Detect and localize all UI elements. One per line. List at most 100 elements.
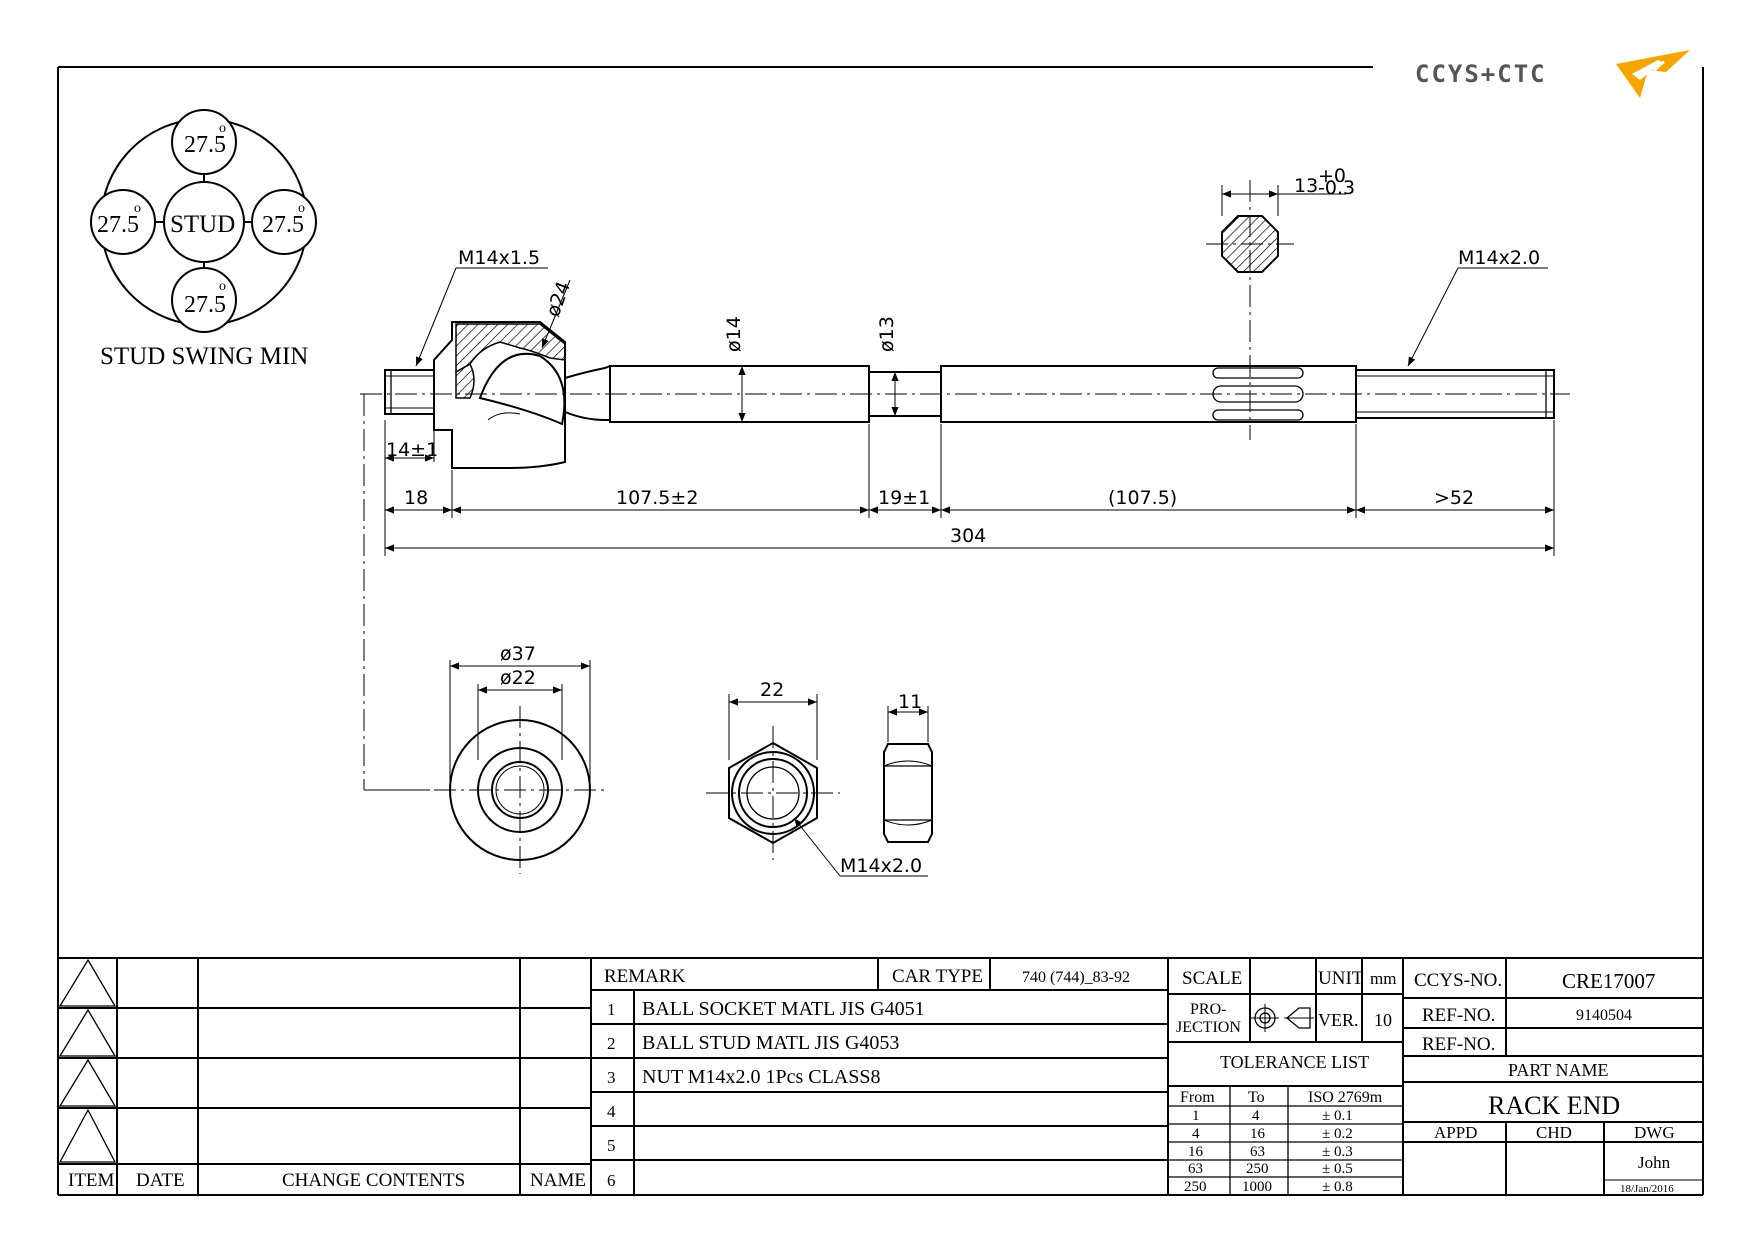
remark-row-no: 6 bbox=[607, 1171, 616, 1190]
drawn-date: 18/Jan/2016 bbox=[1620, 1183, 1674, 1195]
car-type-value: 740 (744)_83-92 bbox=[1022, 969, 1130, 986]
rack-end-side-view: 13 +0 -0.3 M14x1.5 ø24 ø14 ø13 M14x2.0 bbox=[360, 165, 1570, 469]
tol-header-from: From bbox=[1180, 1089, 1215, 1106]
swing-center-label: STUD bbox=[170, 211, 235, 238]
remark-row-no: 1 bbox=[607, 1000, 616, 1019]
tol-header-iso: ISO 2769m bbox=[1308, 1089, 1383, 1106]
ref-no-label: REF-NO. bbox=[1422, 1034, 1495, 1055]
tol-from: 16 bbox=[1188, 1144, 1204, 1160]
ver-value: 10 bbox=[1374, 1010, 1392, 1030]
nut-across-flats: 22 bbox=[760, 679, 784, 701]
logo-mark bbox=[1616, 50, 1690, 98]
remark-row-no: 4 bbox=[607, 1102, 616, 1121]
tol-to: 4 bbox=[1252, 1108, 1260, 1124]
rev-header-date: DATE bbox=[136, 1170, 185, 1191]
remark-row-text: NUT M14x2.0 1Pcs CLASS8 bbox=[642, 1066, 881, 1088]
chd-label: CHD bbox=[1536, 1123, 1572, 1142]
tol-value: ± 0.8 bbox=[1322, 1179, 1353, 1195]
appd-label: APPD bbox=[1434, 1123, 1477, 1142]
dim-segment-5: >52 bbox=[1434, 487, 1474, 509]
ccys-no-label: CCYS-NO. bbox=[1414, 970, 1502, 991]
shaft-diameter-label: ø14 bbox=[723, 316, 745, 352]
dwg-label: DWG bbox=[1634, 1123, 1675, 1142]
tol-to: 250 bbox=[1246, 1161, 1269, 1177]
hex-tol-upper: +0 bbox=[1318, 165, 1346, 187]
remark-row-text: BALL STUD MATL JIS G4053 bbox=[642, 1032, 899, 1054]
ref-no-value: 9140504 bbox=[1576, 1007, 1632, 1024]
ref-no-label: REF-NO. bbox=[1422, 1005, 1495, 1026]
thread-right-label: M14x2.0 bbox=[1458, 247, 1540, 269]
logo-text: CCYS+CTC bbox=[1415, 60, 1547, 88]
title-block: CCYS-NO. CRE17007 REF-NO. 9140504 REF-NO… bbox=[1403, 958, 1703, 1195]
remark-row-no: 2 bbox=[607, 1034, 616, 1053]
thread-length-dim: 14±1 bbox=[386, 439, 438, 461]
remarks-table: REMARK CAR TYPE 740 (744)_83-92 1 2 3 4 … bbox=[591, 958, 1169, 1195]
dim-segment-3: 19±1 bbox=[878, 487, 930, 509]
remark-row-no: 3 bbox=[607, 1068, 616, 1087]
dim-segment-4: (107.5) bbox=[1108, 487, 1177, 509]
degree-symbol: o bbox=[298, 201, 305, 216]
stud-swing-diagram: 27.5 27.5 27.5 27.5 o o o o STUD STUD SW… bbox=[90, 109, 317, 370]
rev-header-change: CHANGE CONTENTS bbox=[282, 1170, 465, 1191]
washer-outer-dia: ø37 bbox=[500, 643, 536, 665]
swing-top-value: 27.5 bbox=[184, 132, 226, 158]
hex-tol-lower: -0.3 bbox=[1318, 177, 1355, 199]
degree-symbol: o bbox=[219, 121, 226, 136]
dim-overall: 304 bbox=[950, 525, 986, 547]
washer-inner-dia: ø22 bbox=[500, 667, 536, 689]
remark-row-text: BALL SOCKET MATL JIS G4051 bbox=[642, 998, 925, 1020]
ccys-no-value: CRE17007 bbox=[1562, 969, 1655, 993]
unit-label: UNIT bbox=[1318, 968, 1364, 989]
neck-diameter-label: ø13 bbox=[876, 316, 898, 352]
tol-value: ± 0.2 bbox=[1322, 1126, 1353, 1142]
rev-header-item: ITEM bbox=[68, 1170, 115, 1191]
car-type-label: CAR TYPE bbox=[892, 966, 983, 987]
swing-caption: STUD SWING MIN bbox=[100, 343, 308, 370]
dim-segment-1: 18 bbox=[404, 487, 428, 509]
dimension-lines: 14±1 18 107.5±2 19±1 (107.5) >52 304 bbox=[363, 394, 1555, 791]
tolerance-title: TOLERANCE LIST bbox=[1220, 1052, 1369, 1072]
tol-to: 63 bbox=[1250, 1144, 1265, 1160]
swing-bottom-value: 27.5 bbox=[184, 292, 226, 318]
hex-section: 13 +0 -0.3 bbox=[1206, 165, 1355, 440]
scale-label: SCALE bbox=[1182, 968, 1242, 989]
tolerance-block: SCALE UNIT mm PRO- JECTION VER. 10 TOLER… bbox=[1168, 958, 1404, 1195]
nut-thread-label: M14x2.0 bbox=[840, 855, 922, 877]
first-angle-projection-icon bbox=[1251, 1004, 1314, 1032]
projection-label: PRO- bbox=[1190, 1001, 1226, 1018]
drawing-frame bbox=[57, 66, 1704, 1196]
tol-from: 4 bbox=[1192, 1126, 1200, 1142]
part-name-label: PART NAME bbox=[1508, 1060, 1608, 1080]
part-name-value: RACK END bbox=[1488, 1091, 1620, 1120]
drawn-by: John bbox=[1638, 1153, 1671, 1172]
nut-front-view: 22 M14x2.0 bbox=[706, 679, 928, 877]
remark-header: REMARK bbox=[604, 966, 686, 987]
swing-left-value: 27.5 bbox=[97, 212, 139, 238]
tol-from: 63 bbox=[1188, 1161, 1203, 1177]
tol-value: ± 0.1 bbox=[1322, 1108, 1353, 1124]
tol-value: ± 0.3 bbox=[1322, 1144, 1353, 1160]
remark-row-no: 5 bbox=[607, 1136, 616, 1155]
ball-diameter-label: ø24 bbox=[542, 279, 575, 320]
dim-segment-2: 107.5±2 bbox=[616, 487, 698, 509]
thread-left-label: M14x1.5 bbox=[458, 247, 540, 269]
degree-symbol: o bbox=[219, 279, 226, 294]
nut-thickness: 11 bbox=[898, 691, 922, 713]
revision-table: ITEM DATE CHANGE CONTENTS NAME bbox=[58, 958, 592, 1195]
nut-side-view: 11 bbox=[883, 691, 933, 843]
company-logo: CCYS+CTC bbox=[1415, 50, 1690, 98]
degree-symbol: o bbox=[134, 201, 141, 216]
unit-value: mm bbox=[1370, 969, 1396, 988]
ver-label: VER. bbox=[1318, 1010, 1359, 1030]
tol-from: 1 bbox=[1192, 1108, 1200, 1124]
hex-size-label: 13 bbox=[1294, 175, 1318, 197]
tol-to: 1000 bbox=[1242, 1179, 1272, 1195]
rev-header-name: NAME bbox=[530, 1170, 586, 1191]
tol-header-to: To bbox=[1248, 1089, 1265, 1106]
projection-label: JECTION bbox=[1176, 1019, 1241, 1036]
tol-from: 250 bbox=[1184, 1179, 1207, 1195]
swing-right-value: 27.5 bbox=[262, 212, 304, 238]
washer-view: ø37 ø22 bbox=[434, 643, 606, 874]
tol-to: 16 bbox=[1250, 1126, 1266, 1142]
